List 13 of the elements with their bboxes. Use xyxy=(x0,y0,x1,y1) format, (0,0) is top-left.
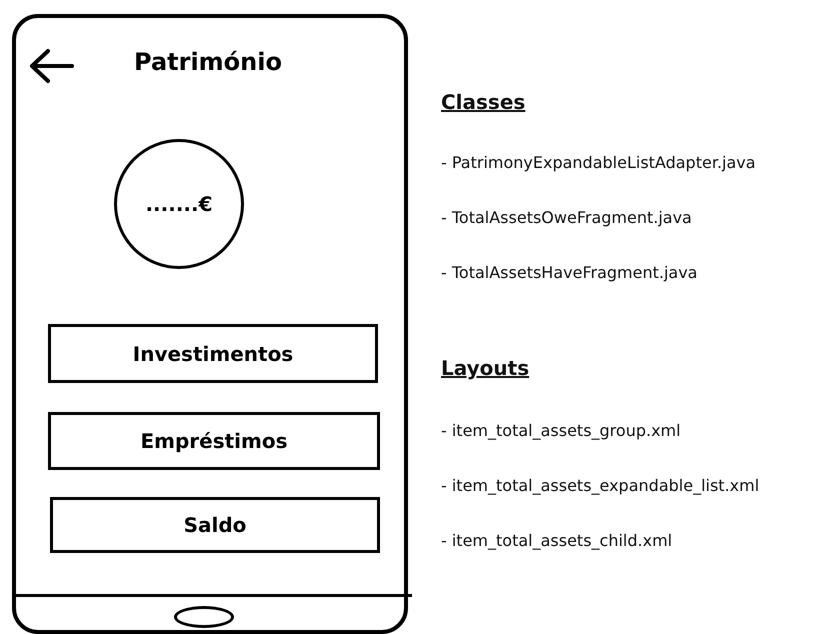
file-name: - item_total_assets_child.xml xyxy=(441,531,672,550)
amount-circle: .......€ xyxy=(114,139,244,269)
file-name: - TotalAssetsOweFragment.java xyxy=(441,208,692,227)
screen-title: Património xyxy=(134,48,282,76)
menu-option: Empréstimos xyxy=(48,412,380,470)
menu-option: Investimentos xyxy=(48,324,378,383)
file-name: - TotalAssetsHaveFragment.java xyxy=(441,263,698,282)
file-name: - PatrimonyExpandableListAdapter.java xyxy=(441,153,756,172)
section-heading: Layouts xyxy=(441,356,530,380)
file-name: - item_total_assets_group.xml xyxy=(441,421,681,440)
section-heading: Classes xyxy=(441,90,526,114)
file-name: - item_total_assets_expandable_list.xml xyxy=(441,476,760,495)
menu-option: Saldo xyxy=(50,497,380,553)
